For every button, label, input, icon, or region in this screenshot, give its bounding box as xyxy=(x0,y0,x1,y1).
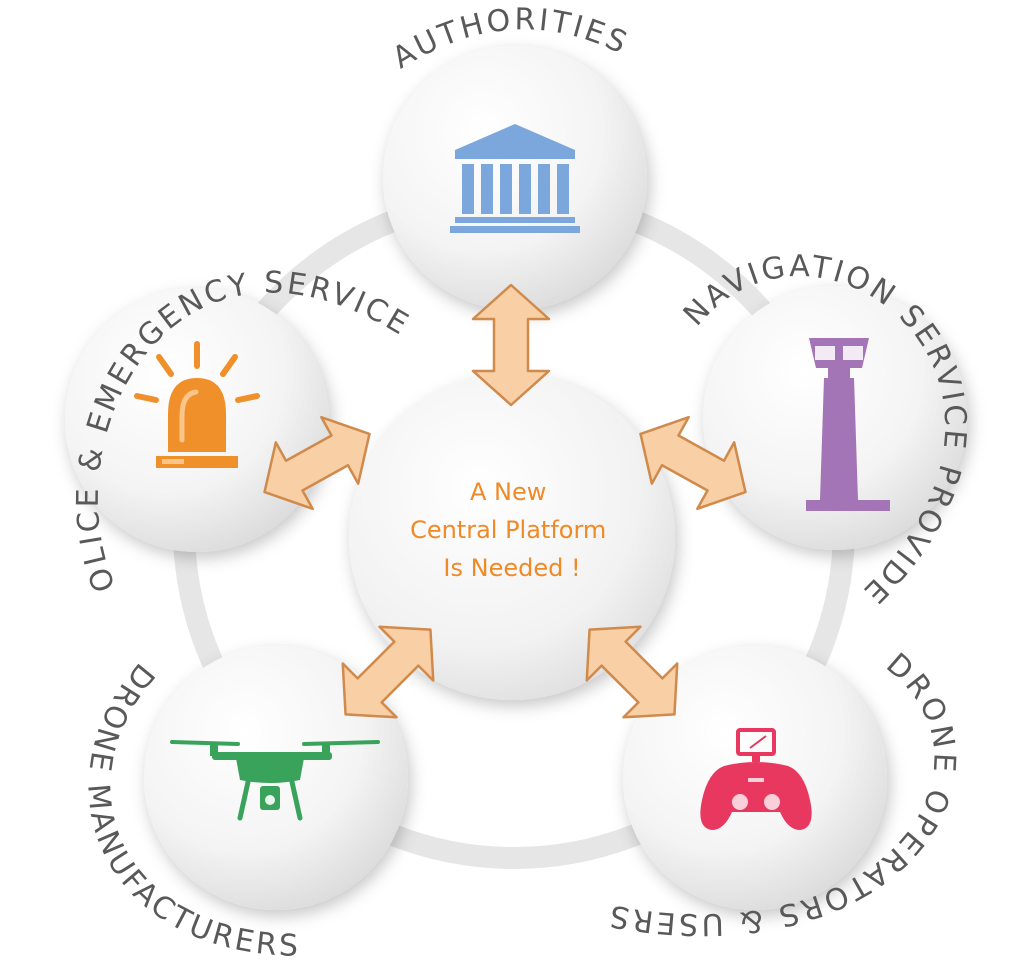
game-controller-icon xyxy=(700,728,812,830)
drone-icon xyxy=(170,740,380,821)
center-line-3: Is Needed ! xyxy=(443,554,580,582)
authorities-disc xyxy=(383,46,647,310)
center-line-1: A New xyxy=(470,478,546,506)
center-message: A New Central Platform Is Needed ! xyxy=(410,478,614,582)
siren-icon xyxy=(134,341,260,468)
control-tower-icon xyxy=(806,338,890,511)
center-disc xyxy=(349,374,675,700)
center-line-2: Central Platform xyxy=(410,516,606,544)
government-building-icon xyxy=(450,124,580,233)
